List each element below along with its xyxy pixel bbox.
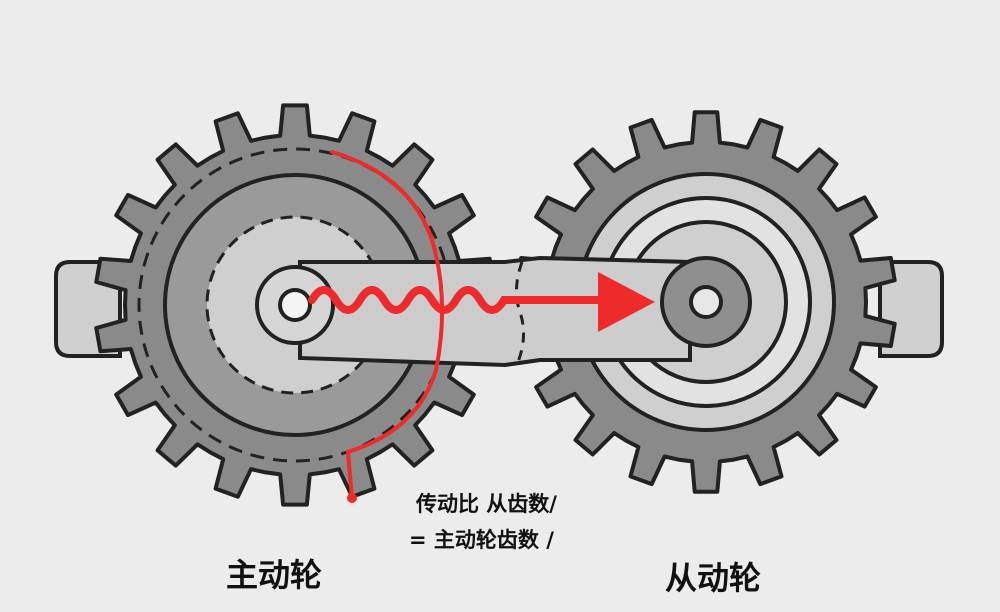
gear-ratio-formula-line2: = 主动轮齿数 / — [409, 528, 554, 552]
pitch-contact-line — [330, 150, 445, 500]
driving-hub-hole — [278, 288, 312, 322]
right-housing-tab — [878, 260, 944, 358]
driven-gear-label: 从动轮 — [665, 559, 762, 597]
driving-gear-label: 主动轮 — [226, 556, 323, 594]
driven-hub-hole — [689, 285, 723, 319]
power-flow-arrow — [308, 286, 604, 314]
pitch-contact-dot — [347, 493, 357, 503]
power-flow-arrowhead — [598, 272, 655, 332]
gear-ratio-formula-line1: 传动比 从齿数/ — [416, 492, 557, 516]
